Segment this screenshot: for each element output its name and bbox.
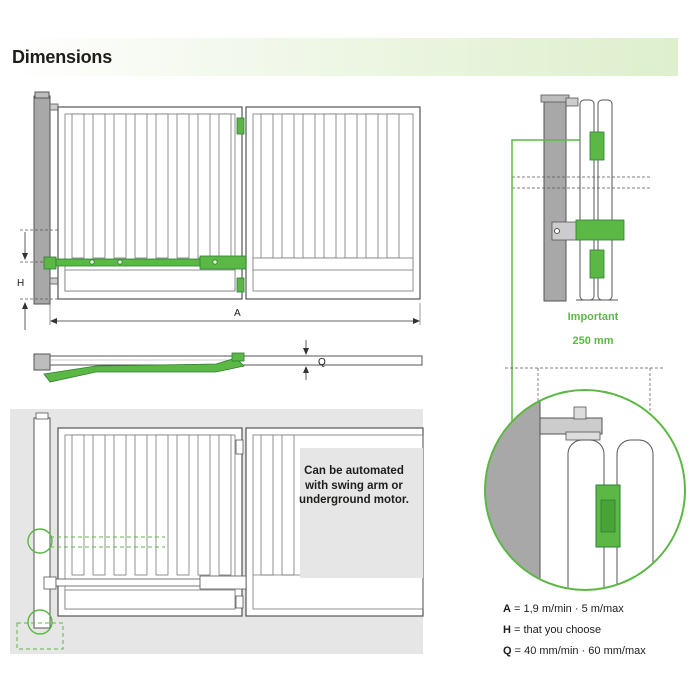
side-motor bbox=[575, 219, 625, 241]
legend-row-a: A = 1,9 m/min · 5 m/max bbox=[503, 603, 624, 615]
callout-connector bbox=[511, 139, 580, 430]
detail-magnifier bbox=[484, 389, 686, 591]
front-elevation-view: H A bbox=[17, 91, 421, 330]
important-label: Important bbox=[567, 311, 619, 323]
plan-view: Q bbox=[33, 340, 423, 383]
dim-h-label: H bbox=[17, 278, 24, 289]
legend-key: A bbox=[503, 603, 511, 615]
right-leaf-pickets bbox=[260, 113, 400, 259]
centre-hinge-top bbox=[236, 117, 245, 135]
legend-row-q: Q = 40 mm/min · 60 mm/max bbox=[503, 645, 646, 657]
underground-motor-outline bbox=[16, 622, 64, 650]
gate-post bbox=[33, 95, 51, 305]
legend-value: = 40 mm/min · 60 mm/max bbox=[514, 645, 646, 657]
legend-key: H bbox=[503, 624, 511, 636]
side-view bbox=[512, 94, 650, 302]
legend-value: = that you choose bbox=[514, 624, 602, 636]
automation-note: Can be automated with swing arm or under… bbox=[299, 465, 409, 506]
legend-key: Q bbox=[503, 645, 512, 657]
swing-arm-motor bbox=[43, 255, 247, 270]
plan-post bbox=[33, 353, 51, 371]
dim-q-label: Q bbox=[318, 357, 326, 368]
lower-highlight-circle bbox=[27, 609, 53, 635]
plan-motor bbox=[43, 357, 245, 383]
side-post bbox=[543, 100, 567, 302]
legend-value: = 1,9 m/min · 5 m/max bbox=[514, 603, 624, 615]
post-cap bbox=[34, 91, 50, 99]
centre-hinge-bottom bbox=[236, 277, 245, 293]
left-leaf-pickets bbox=[71, 113, 232, 259]
panel-swing-arm-motor bbox=[43, 575, 247, 590]
side-hinge-top bbox=[589, 131, 605, 161]
dim-a-label: A bbox=[234, 308, 241, 319]
automation-options-panel bbox=[10, 409, 424, 654]
important-value: 250 mm bbox=[572, 335, 614, 347]
section-header-bar bbox=[10, 38, 678, 76]
upper-highlight-circle bbox=[27, 528, 53, 554]
legend-row-h: H = that you choose bbox=[503, 624, 601, 636]
side-hinge-bottom bbox=[589, 249, 605, 279]
panel-post bbox=[33, 417, 51, 629]
page-title: Dimensions bbox=[12, 47, 113, 67]
